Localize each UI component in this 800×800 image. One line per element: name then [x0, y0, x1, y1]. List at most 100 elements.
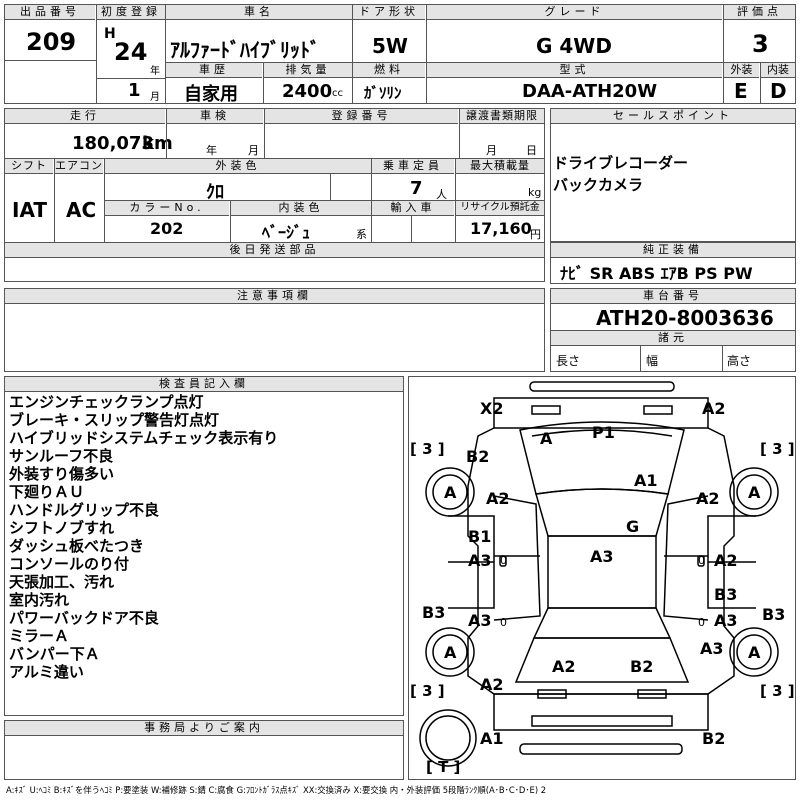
displacement: 2400 [282, 81, 333, 102]
chassis-label: 車台番号 [551, 289, 795, 304]
mark-a2-fl: A2 [486, 489, 510, 508]
exterior-grade: E [734, 79, 748, 103]
mark-a3-right-rear: A3 [714, 611, 738, 630]
bracket-t: [ T ] [426, 758, 460, 776]
mark-x2: X2 [480, 399, 503, 418]
mark-g: G [626, 517, 639, 536]
equipment-label: 純正装備 [551, 243, 795, 258]
lot-label: 出品番号 [5, 5, 95, 20]
color-no: 202 [150, 219, 184, 238]
ac-label: エアコン [55, 159, 103, 174]
mark-a-wheel-fr: A [748, 483, 761, 502]
office-box [4, 720, 404, 780]
mark-a2-right-door: A2 [714, 551, 738, 570]
history: 自家用 [184, 84, 238, 105]
mark-a-wheel-fl: A [444, 483, 457, 502]
note-item: ミラーＡ [9, 627, 70, 645]
fuel: ｶﾞｿﾘﾝ [364, 84, 402, 102]
door-label: ドア形状 [353, 5, 425, 20]
mark-a2-rear-left: A2 [480, 675, 504, 694]
later-parts-label: 後日発送部品 [5, 243, 544, 258]
inspection-month-unit: 月 [248, 144, 259, 157]
exterior-label: 外装 [724, 63, 759, 78]
mileage: 180,073 [72, 133, 154, 154]
bracket-rl: [ 3 ] [410, 682, 445, 700]
mark-b2-trunk: B2 [630, 657, 653, 676]
fuel-label: 燃料 [353, 63, 425, 78]
color: ｸﾛ [206, 182, 224, 203]
length-label: 長さ [556, 354, 581, 368]
car-diagram-box [408, 376, 796, 780]
note-item: サンルーフ不良 [9, 447, 114, 465]
load-label: 最大積載量 [456, 159, 544, 174]
bracket-fl: [ 3 ] [410, 440, 445, 458]
reg-year: 24 [114, 38, 148, 66]
note-item: 室内汚れ [9, 591, 70, 609]
sales-point-box [550, 108, 796, 242]
note-item: シフトノブすれ [9, 519, 115, 537]
svg-text:0: 0 [500, 616, 507, 629]
capacity: 7 [410, 178, 423, 199]
mark-a3-left-rear: A3 [468, 611, 492, 630]
inspection-label: 車検 [167, 109, 263, 124]
transfer-month-unit: 月 [486, 144, 497, 157]
mark-a2-trunk: A2 [552, 657, 576, 676]
mark-a-wheel-rr: A [748, 643, 761, 662]
mark-a-wheel-rl: A [444, 643, 457, 662]
capacity-unit: 人 [436, 188, 447, 201]
height-label: 高さ [727, 354, 752, 368]
note-item: 外装すり傷多い [9, 465, 115, 483]
shift: IAT [12, 198, 48, 222]
note-item: コンソールのり付 [9, 555, 130, 573]
recycle-label: リサイクル預託金 [456, 201, 544, 216]
mark-a3-left-door: A3 [468, 551, 492, 570]
shift-label: シフト [5, 159, 53, 174]
interior-grade: D [770, 79, 787, 103]
color-label: 外装色 [105, 159, 371, 174]
office-label: 事務局よりご案内 [5, 721, 403, 736]
note-item: ハイブリッドシステムチェック表示有り [9, 429, 279, 447]
inspection-year-unit: 年 [206, 144, 217, 157]
mark-a3-roof: A3 [590, 547, 614, 566]
mark-a-hood: A [540, 429, 553, 448]
history-label: 車歴 [166, 63, 262, 78]
capacity-label: 乗車定員 [372, 159, 454, 174]
load-unit: kg [528, 186, 542, 199]
inspector-box [4, 376, 404, 716]
width-label: 幅 [646, 354, 659, 368]
car-name: ｱﾙﾌｧｰﾄﾞﾊｲﾌﾞﾘｯﾄﾞ [170, 38, 320, 62]
legend: A:ｷｽﾞ U:ﾍｺﾐ B:ｷｽﾞを伴うﾍｺﾐ P:要塗装 W:補修跡 S:錆 … [6, 785, 547, 795]
recycle-unit: 円 [530, 228, 541, 241]
equipment-items: ﾅﾋﾞ SR ABS ｴｱB PS PW [560, 264, 753, 283]
mark-b2-left: B2 [466, 447, 489, 466]
reg-month: 1 [128, 80, 141, 101]
caution-label: 注意事項欄 [5, 289, 544, 304]
mark-b1: B1 [468, 527, 491, 546]
note-item: ハンドルグリップ不良 [9, 501, 160, 519]
lot-number: 209 [26, 28, 77, 56]
note-item: アルミ違い [9, 663, 84, 681]
import-label: 輸入車 [372, 201, 454, 216]
inspector-label: 検査員記入欄 [5, 377, 403, 392]
model-label: 型式 [427, 63, 722, 78]
recycle: 17,160 [470, 219, 532, 238]
mark-p1: P1 [592, 423, 615, 442]
sales-point-label: セールスポイント [551, 109, 795, 124]
mark-a3-right-quarter: A3 [700, 639, 724, 658]
equipment-box [550, 242, 796, 284]
sales-point-line-1: ドライブレコーダー [553, 154, 689, 172]
grade: G 4WD [536, 34, 612, 58]
int-color-label: 内装色 [231, 201, 371, 216]
car-diagram: X2 A2 A P1 B2 A A2 A1 A2 A G B1 A3 A3 A2… [410, 381, 795, 776]
door-type: 5W [372, 34, 408, 58]
displacement-label: 排気量 [264, 63, 352, 78]
mark-a2-fr: A2 [696, 489, 720, 508]
header-block [4, 4, 796, 104]
interior-label: 内装 [761, 63, 795, 78]
note-item: 下廻りＡＵ [9, 483, 85, 501]
transfer-label: 譲渡書類期限 [460, 109, 544, 124]
caution-box [4, 288, 545, 372]
int-color-unit: 系 [356, 228, 367, 241]
note-item: ダッシュ板べたつき [9, 537, 145, 555]
car-name-label: 車名 [166, 5, 352, 20]
